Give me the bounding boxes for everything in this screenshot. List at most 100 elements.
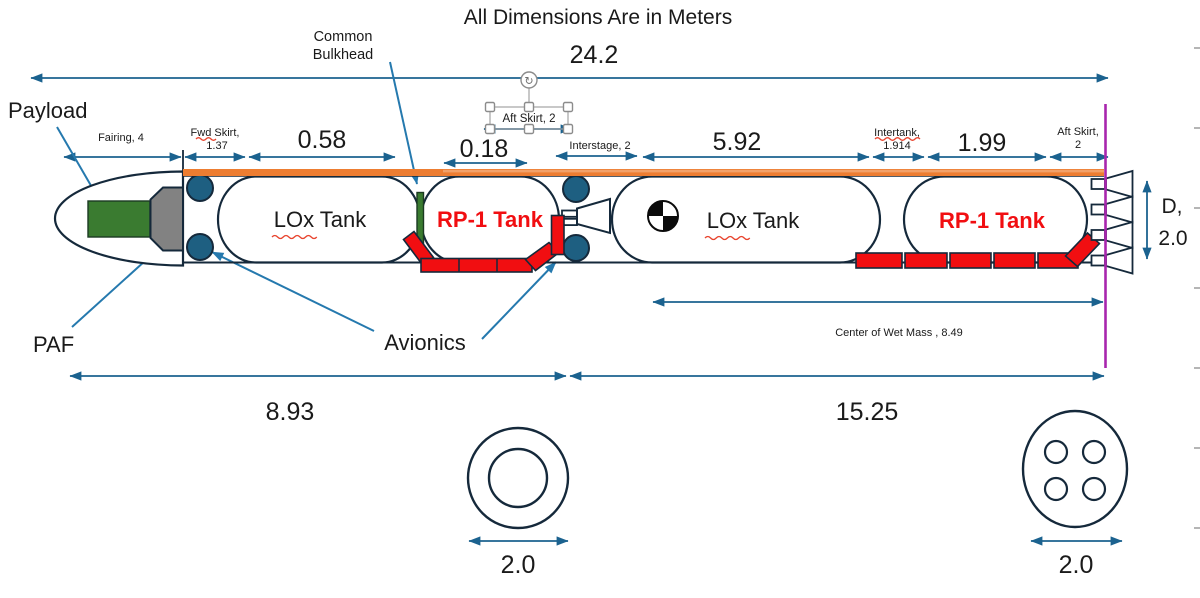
dimension-lox2-offset[interactable]: 0.58 (248, 126, 396, 162)
stage1-feedline-segment-4 (993, 252, 1036, 269)
dimension-fwd-skirt[interactable]: Fwd Skirt, 1.37 (184, 127, 246, 162)
stage1-engine-chamber-1 (1090, 178, 1106, 190)
aft-skirt-label-line1: Aft Skirt, (1057, 126, 1099, 138)
dimension-total-length[interactable]: 24.2 (30, 41, 1109, 83)
stage2-engine[interactable] (561, 197, 611, 235)
avionics-leader-arrow-right (481, 261, 557, 340)
payload-label[interactable]: Payload (8, 98, 88, 123)
stage2-lox-spellcheck-squiggle (271, 234, 318, 240)
stage1-engine-nozzle-2 (1105, 195, 1134, 224)
stage1-lox-spellcheck-squiggle (704, 235, 751, 241)
center-of-mass-quadrant-lower-right (663, 216, 678, 231)
stage1-engine-chamber-3 (1090, 229, 1106, 241)
edge-tick (1194, 127, 1200, 129)
cross-section-diameter-value: 2.0 (501, 551, 536, 579)
dimension-bulkhead-offset[interactable]: 0.18 (443, 135, 528, 168)
avionics-label[interactable]: Avionics (384, 330, 466, 355)
dimension-stage1-value: 15.25 (836, 398, 899, 426)
interstage-label: Interstage, 2 (569, 140, 630, 152)
avionics-unit-fwd-bottom[interactable] (186, 233, 214, 261)
intertank-label-line2: 1.914 (883, 140, 911, 152)
intertank-spellcheck-squiggle (874, 137, 921, 141)
edge-tick (1194, 287, 1200, 289)
dimension-diameter[interactable]: D, 2.0 (1142, 180, 1188, 260)
dimension-interstage[interactable]: Interstage, 2 (555, 140, 638, 161)
stage1-engine-nozzle-3 (1105, 220, 1134, 250)
dimension-stage2-length[interactable]: 8.93 (69, 371, 567, 426)
stage2-feedline[interactable] (402, 214, 565, 273)
paf-label[interactable]: PAF (33, 332, 74, 357)
avionics-unit-fwd-top[interactable] (186, 174, 214, 202)
avionics-unit-interstage-top[interactable] (562, 175, 590, 203)
selected-textbox-label[interactable]: Aft Skirt, 2 (502, 113, 555, 125)
vehicle-body[interactable] (53, 104, 1134, 368)
rotate-icon: ↻ (524, 76, 533, 88)
quad-cross-section-outline (1021, 409, 1129, 529)
dimension-stage1-rp1[interactable]: 1.99 (927, 129, 1047, 162)
edge-tick (1194, 527, 1200, 529)
selection-handle-bottom-right[interactable] (562, 123, 574, 135)
payload-leader-arrow (56, 126, 98, 197)
dimension-intertank[interactable]: Intertank, 1.914 (872, 127, 925, 162)
orange-spine-bar[interactable] (183, 169, 1104, 176)
diameter-label-line2: 2.0 (1158, 227, 1187, 250)
avionics-unit-interstage-bottom[interactable] (562, 234, 590, 262)
quad-engine-circle-4 (1081, 476, 1107, 502)
common-bulkhead-leader-arrow (389, 61, 420, 185)
stage2-lox-tank-label[interactable]: LOx Tank (274, 207, 368, 232)
stage1-lox-tank-label[interactable]: LOx Tank (707, 208, 801, 233)
stage1-engine-chamber-2 (1090, 203, 1106, 216)
stage1-feedline-segment-2 (904, 252, 948, 269)
stage1-lox-tank[interactable] (610, 175, 882, 264)
dimension-stage2-value: 8.93 (266, 398, 315, 426)
center-of-wet-mass-label: Center of Wet Mass , 8.49 (835, 327, 963, 339)
stage2-rp1-tank-label[interactable]: RP-1 Tank (437, 207, 544, 232)
tank-labels: LOx Tank RP-1 Tank LOx Tank RP-1 Tank (271, 207, 1046, 241)
stage1-feedline-segment-1 (855, 252, 903, 269)
stage1-engine-cross-section[interactable]: 2.0 (1021, 409, 1129, 579)
diameter-label-line1: D, (1162, 195, 1183, 218)
stage1-rp1-value: 1.99 (958, 129, 1007, 157)
dimension-fairing[interactable]: Fairing, 4 (63, 132, 182, 162)
stage1-engine-nozzle-4 (1105, 246, 1134, 275)
stage1-engine-chamber-4 (1090, 254, 1106, 267)
quad-engine-circle-3 (1043, 476, 1069, 502)
stage1-lox-value: 5.92 (713, 128, 762, 156)
selection-handle-top-left[interactable] (484, 101, 496, 113)
dimension-total-length-value: 24.2 (570, 41, 619, 69)
dimension-stage1-lox[interactable]: 5.92 (642, 128, 870, 162)
intertank-label-line1: Intertank, (874, 127, 920, 139)
dimension-center-of-wet-mass[interactable]: Center of Wet Mass , 8.49 (652, 297, 1104, 339)
dimension-aft-skirt[interactable]: Aft Skirt, 2 (1049, 126, 1109, 162)
stage1-feedline-diagonal (1064, 231, 1101, 268)
payload-box[interactable] (87, 200, 151, 238)
stage2-engine-cross-section[interactable]: 2.0 (466, 426, 570, 579)
fwd-skirt-label-line2: 1.37 (206, 140, 227, 152)
dimension-stage1-length[interactable]: 15.25 (569, 371, 1105, 426)
selection-handle-top-right[interactable] (562, 101, 574, 113)
stage1-engines[interactable] (1090, 169, 1134, 275)
stage1-feedline[interactable] (855, 231, 1101, 269)
edge-tick (1194, 207, 1200, 209)
selection-handle-top-middle[interactable] (523, 101, 535, 113)
selection-handle-bottom-middle[interactable] (523, 123, 535, 135)
fairing-label: Fairing, 4 (98, 132, 144, 144)
avionics-leader-arrow-left (211, 251, 375, 332)
common-bulkhead-line1: Common (314, 29, 373, 45)
quad-cross-section-diameter-value: 2.0 (1059, 551, 1094, 579)
selection-handle-bottom-left[interactable] (484, 123, 496, 135)
selected-textbox-aft-skirt[interactable]: ↻ Aft Skirt, 2 (483, 71, 574, 135)
rotate-handle[interactable] (520, 71, 538, 89)
paf-adapter[interactable] (149, 186, 184, 252)
fwd-skirt-label-line1: Fwd Skirt, (191, 127, 240, 139)
aft-skirt-label-line2: 2 (1075, 139, 1081, 151)
cross-section-inner-circle (487, 447, 549, 509)
stage1-engine-nozzle-1 (1105, 169, 1134, 199)
stage2-feedline-riser (550, 214, 565, 256)
slide-title[interactable]: All Dimensions Are in Meters (464, 6, 732, 29)
common-bulkhead-label[interactable]: Common Bulkhead (313, 29, 373, 63)
edge-tick (1194, 367, 1200, 369)
center-of-mass-symbol[interactable] (647, 200, 679, 232)
stage1-rp1-tank-label[interactable]: RP-1 Tank (939, 208, 1046, 233)
